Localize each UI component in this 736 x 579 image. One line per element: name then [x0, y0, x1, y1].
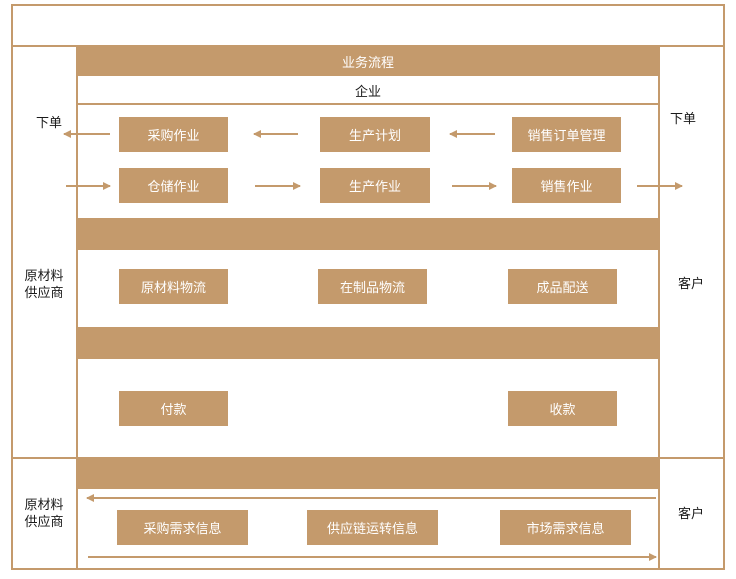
frame-left — [11, 4, 13, 570]
purchase-operation-box: 采购作业 — [119, 117, 228, 152]
frame-top — [11, 4, 725, 6]
purchase-demand-info-box: 采购需求信息 — [117, 510, 248, 545]
frame-right — [723, 4, 725, 570]
payment-box: 付款 — [119, 391, 228, 426]
right-customer-label-top: 客户 — [677, 277, 704, 292]
wip-logistics-box: 在制品物流 — [318, 269, 427, 304]
warehouse-operation-box: 仓储作业 — [119, 168, 228, 203]
left-order-label: 下单 — [35, 116, 62, 131]
enterprise-label: 企业 — [354, 84, 381, 100]
production-plan-box: 生产计划 — [320, 117, 430, 152]
left-column-divider — [76, 45, 78, 570]
market-demand-info-box: 市场需求信息 — [500, 510, 631, 545]
right-customer-label-bottom: 客户 — [677, 507, 704, 522]
receipt-box: 收款 — [508, 391, 617, 426]
left-supplier-label-top: 原材料 供应商 — [24, 269, 64, 301]
sales-order-management-box: 销售订单管理 — [512, 117, 621, 152]
right-order-label: 下单 — [669, 112, 696, 127]
separator-band-2 — [77, 327, 659, 359]
frame-bottom — [11, 568, 725, 570]
process-title: 业务流程 — [341, 55, 394, 71]
supply-chain-info-box: 供应链运转信息 — [307, 510, 438, 545]
process-title-band: 业务流程 — [77, 46, 659, 76]
separator-band-3 — [77, 458, 659, 489]
sales-operation-box: 销售作业 — [512, 168, 621, 203]
separator-band-1 — [77, 218, 659, 250]
raw-material-logistics-box: 原材料物流 — [119, 269, 228, 304]
enterprise-divider — [77, 103, 659, 105]
finished-goods-delivery-box: 成品配送 — [508, 269, 617, 304]
left-supplier-label-bottom: 原材料 供应商 — [24, 498, 64, 530]
production-operation-box: 生产作业 — [320, 168, 430, 203]
right-column-divider — [658, 45, 660, 570]
